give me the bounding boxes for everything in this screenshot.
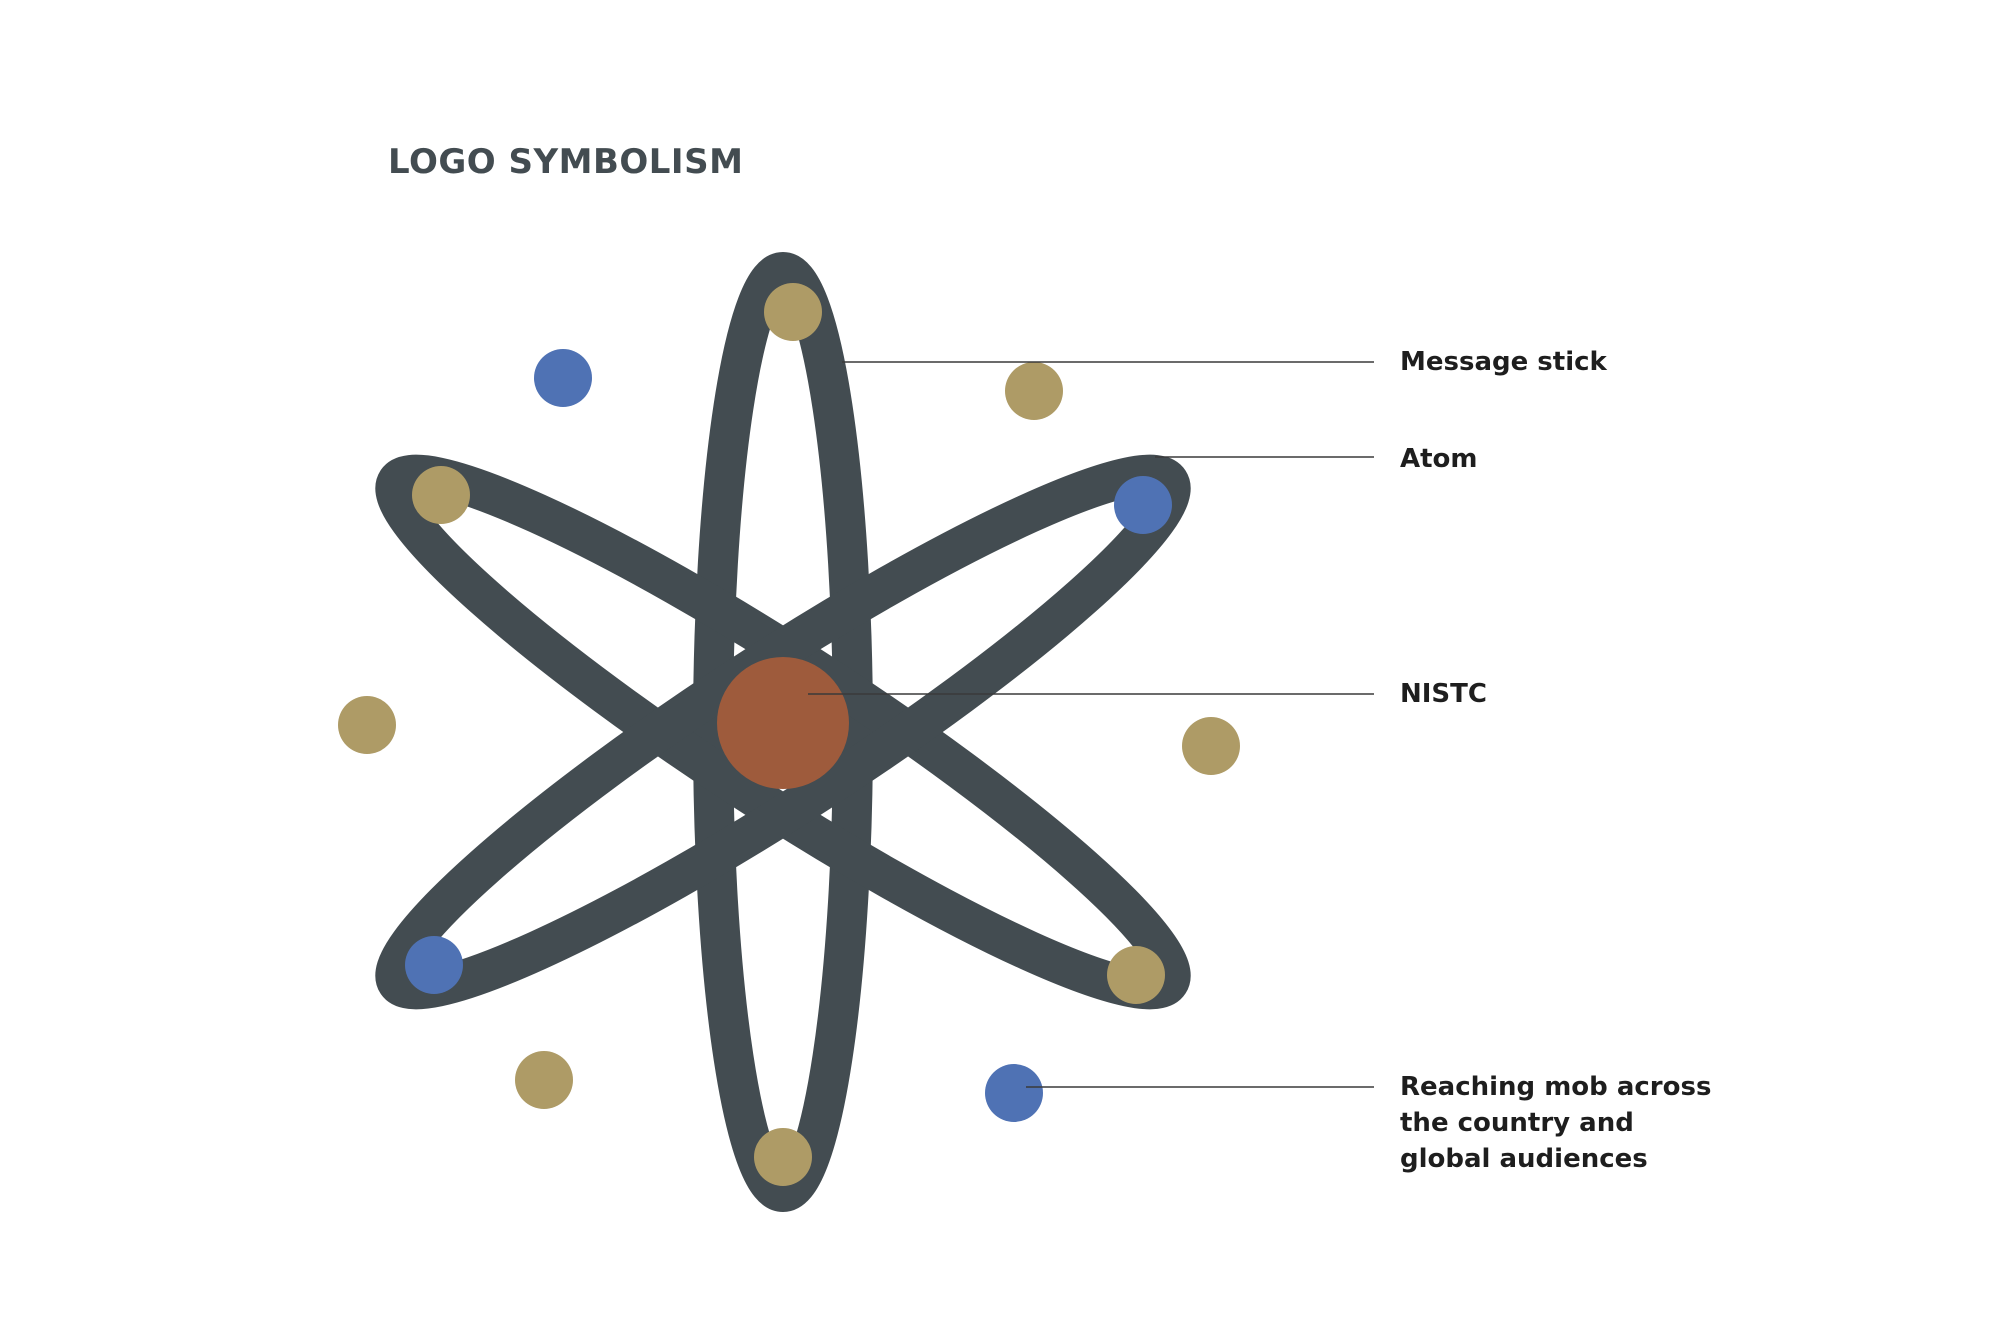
surrounding-dots [338,349,1240,1122]
callout-nistc: NISTC [1400,679,1487,709]
leader-lines [808,361,1374,1088]
gold-dot [754,1128,812,1186]
blue-dot [534,349,592,407]
callout-message-stick: Message stick [1400,347,1607,377]
gold-dot [1107,946,1165,1004]
orbit-dots [405,283,1172,1186]
blue-dot [405,936,463,994]
blue-dot [1114,476,1172,534]
gold-dot [515,1051,573,1109]
callout-reaching-line: Reaching mob across [1400,1072,1712,1102]
gold-dot [1182,717,1240,775]
gold-dot [412,466,470,524]
orbit-vertical [693,252,873,1212]
callout-atom: Atom [1400,444,1478,474]
nucleus-dot [717,657,849,789]
gold-dot [338,696,396,754]
page-title: LOGO SYMBOLISM [388,142,744,182]
callout-reaching-line: global audiences [1400,1144,1648,1174]
gold-dot [764,283,822,341]
blue-dot [985,1064,1043,1122]
callout-reaching-audiences: Reaching mob across the country and glob… [1400,1069,1800,1177]
callout-reaching-line: the country and [1400,1108,1634,1138]
gold-dot [1005,362,1063,420]
